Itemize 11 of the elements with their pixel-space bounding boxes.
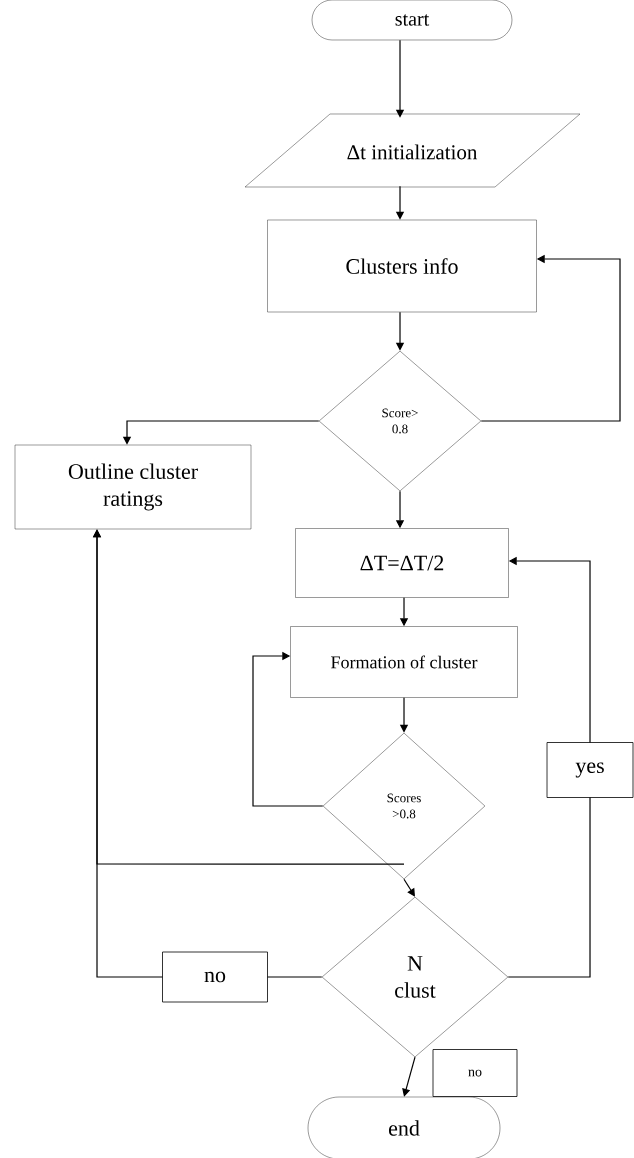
process-box: Outline cluster ratings xyxy=(14,444,252,530)
input-parallelogram: Δt initialization xyxy=(244,113,581,188)
arrow xyxy=(403,878,415,897)
edge-label: no xyxy=(162,951,268,1003)
edge-label: no xyxy=(432,1049,518,1097)
arrow xyxy=(252,651,324,807)
process-box: Formation of cluster xyxy=(290,626,518,698)
process-box: Clusters info xyxy=(267,219,537,313)
arrow xyxy=(402,1056,416,1097)
process-box: ΔT=ΔT/2 xyxy=(295,528,509,598)
edge-label: yes xyxy=(546,742,634,798)
